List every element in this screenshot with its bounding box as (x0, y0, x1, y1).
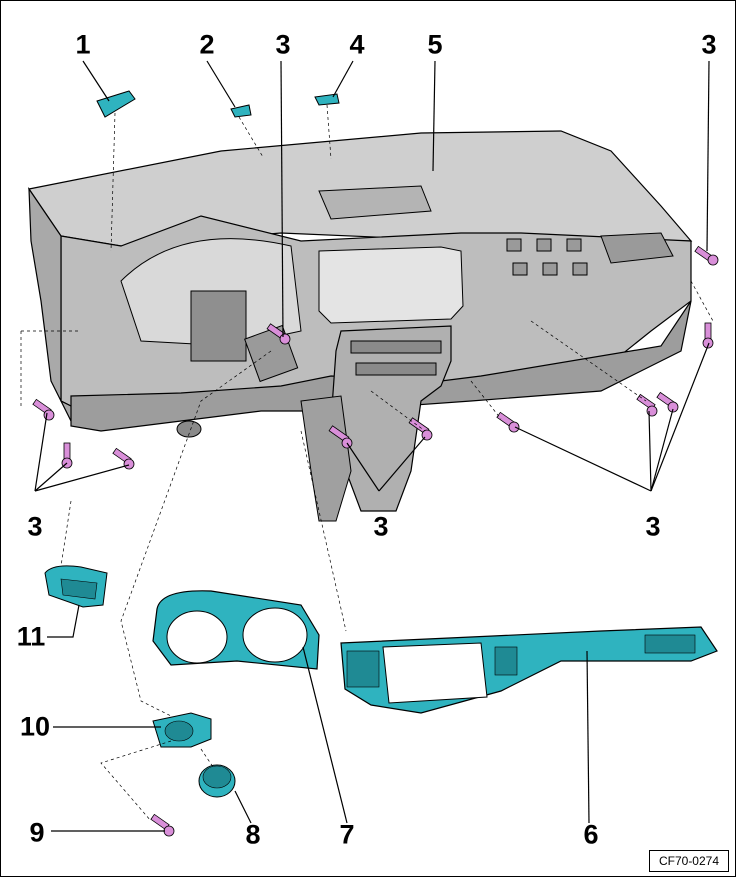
screw-right-3 (656, 391, 679, 413)
callout-11: 11 (16, 621, 46, 652)
callout-3-top-right: 3 (701, 29, 717, 60)
screw-left-2 (61, 442, 73, 469)
screw-right-1 (496, 411, 520, 433)
top-center-inset (318, 185, 432, 220)
center-console-lower (300, 395, 352, 522)
center-console-stack (330, 325, 452, 512)
part-10-housing (152, 712, 212, 748)
steering-column (190, 290, 247, 362)
reference-code-label: CF70-0274 (649, 850, 729, 872)
screw-left-1 (32, 398, 55, 421)
callout-9: 9 (29, 817, 45, 848)
screw-top-center (266, 323, 291, 345)
dashboard-assembly (27, 130, 693, 522)
callout-3-top-center: 3 (275, 29, 291, 60)
part-6-center-trim (340, 626, 718, 714)
part-8-knob (198, 764, 236, 798)
callout-4: 4 (349, 29, 365, 60)
part-11-vent (44, 565, 108, 608)
part-1-bracket (96, 90, 136, 118)
callout-1: 1 (75, 29, 91, 60)
part-4-clip (314, 93, 340, 106)
callout-6: 6 (583, 819, 599, 850)
leader-lines (34, 60, 710, 832)
callout-10: 10 (19, 711, 51, 742)
part-7-cluster-trim (152, 590, 320, 670)
center-display-recess (318, 246, 464, 324)
screw-right-2 (636, 393, 658, 417)
control-slot (355, 362, 437, 376)
callout-3-center: 3 (373, 511, 389, 542)
knee-duct (176, 420, 202, 438)
callout-2: 2 (199, 29, 215, 60)
callout-5: 5 (427, 29, 443, 60)
right-vent-cluster (506, 232, 674, 276)
dashboard-lower-tray (70, 300, 692, 432)
callout-8: 8 (245, 819, 261, 850)
callout-3-right: 3 (645, 511, 661, 542)
dashed-lines (20, 104, 714, 822)
radio-slot (350, 340, 442, 354)
screw-top-right (694, 245, 719, 266)
screw-right-mid (702, 322, 714, 349)
screw-left-3 (112, 447, 135, 470)
part-2-clip (230, 104, 252, 118)
callout-7: 7 (339, 819, 355, 850)
screw-9 (150, 813, 175, 837)
callout-3-left: 3 (27, 511, 43, 542)
